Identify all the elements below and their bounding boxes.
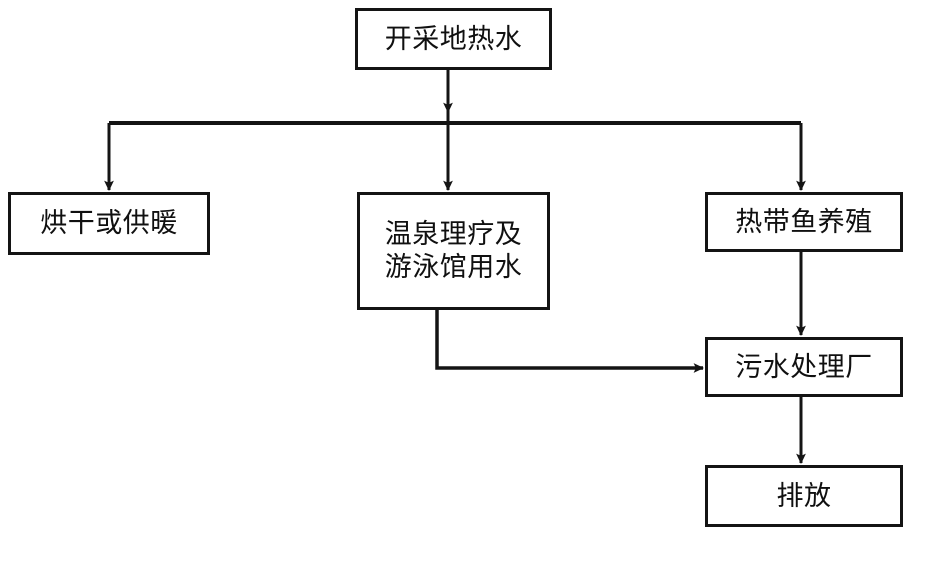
node-tropical-fish-farming[interactable]: 热带鱼养殖 [705, 192, 903, 252]
node-spa-pool-water[interactable]: 温泉理疗及 游泳馆用水 [357, 192, 550, 310]
node-tropical-fish-farming-label: 热带鱼养殖 [735, 206, 873, 237]
node-drying-heating[interactable]: 烘干或供暖 [8, 192, 210, 255]
node-source[interactable]: 开采地热水 [355, 8, 552, 70]
edge-spa-to-plant [435, 310, 705, 373]
node-discharge[interactable]: 排放 [705, 465, 903, 527]
node-wastewater-plant[interactable]: 污水处理厂 [705, 337, 903, 397]
node-source-label: 开采地热水 [384, 23, 523, 54]
node-wastewater-plant-label: 污水处理厂 [735, 351, 873, 382]
node-discharge-label: 排放 [776, 480, 832, 511]
node-drying-heating-label: 烘干或供暖 [40, 208, 178, 239]
node-spa-pool-water-label: 温泉理疗及 游泳馆用水 [384, 219, 523, 282]
